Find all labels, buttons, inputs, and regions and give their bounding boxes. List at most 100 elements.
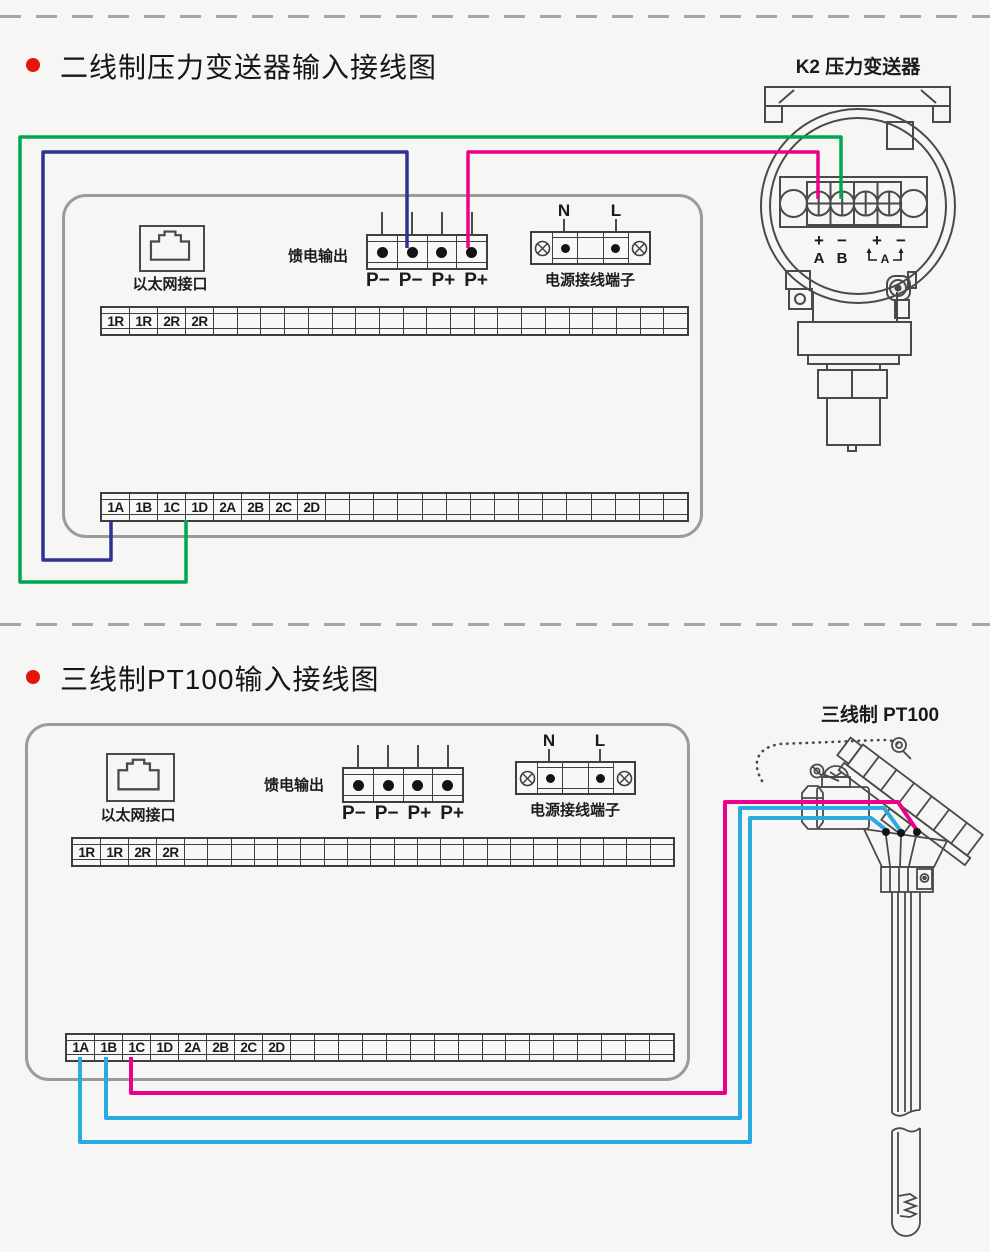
- feed-terminal: [368, 236, 398, 268]
- screw-terminal: [613, 763, 634, 793]
- recorder-panel-2: 以太网接口 馈电输出 P− P− P+ P+ N L: [25, 723, 690, 1081]
- feed-output-label: 馈电输出: [287, 248, 348, 265]
- probe-collar: [880, 866, 934, 893]
- terminal-cell: 2R: [129, 839, 157, 865]
- terminal-cell-empty: [650, 1035, 673, 1060]
- terminal-cell-empty: [626, 1035, 651, 1060]
- screw-terminal-circles: [805, 190, 903, 217]
- terminal-cell: 1R: [102, 308, 130, 334]
- feed-label-pplus2: P+: [464, 270, 488, 291]
- screw-terminal: [517, 763, 538, 793]
- terminal-cell: 1A: [67, 1035, 95, 1060]
- terminal-cell: 2R: [157, 839, 185, 865]
- feed-output-block: [342, 745, 464, 803]
- section1-title: 二线制压力变送器输入接线图: [60, 52, 438, 83]
- feed-terminal-labels: P− P− P+ P+: [338, 803, 468, 825]
- terminal-cell-empty: [592, 494, 616, 520]
- terminal-cell-empty: [339, 1035, 363, 1060]
- terminal-cell-empty: [640, 494, 664, 520]
- terminal-cell-empty: [581, 839, 605, 865]
- terminal-cell-empty: [418, 839, 442, 865]
- terminal-pin: [357, 745, 359, 769]
- pt100-sensor-drawing: [755, 736, 984, 1237]
- terminal-dot: [382, 779, 394, 791]
- terminal-cell-empty: [651, 839, 673, 865]
- terminal-cell: 1D: [151, 1035, 179, 1060]
- feed-terminal: [428, 236, 458, 268]
- pt100-terminal-dot-2: [897, 829, 905, 837]
- terminal-cell-empty: [546, 308, 570, 334]
- terminal-cell-empty: [578, 1035, 603, 1060]
- screw-terminal: [628, 233, 649, 263]
- screw-terminal: [532, 233, 553, 263]
- feed-terminal: [374, 769, 404, 801]
- screw-icon: [534, 240, 550, 256]
- terminal-cell-empty: [325, 839, 348, 865]
- terminal-cell: 1R: [73, 839, 101, 865]
- label-a: A: [814, 250, 825, 267]
- terminal-cell-empty: [374, 494, 399, 520]
- bullet-icon: [26, 670, 40, 684]
- terminal-cell-empty: [519, 494, 544, 520]
- feed-terminal: [398, 236, 428, 268]
- label-b: B: [837, 250, 848, 267]
- terminal-cell-empty: [604, 839, 628, 865]
- terminal-cell-empty: [435, 1035, 459, 1060]
- ethernet-label: 以太网接口: [132, 276, 208, 293]
- power-block-label: 电源接线端子: [544, 272, 635, 289]
- terminal-cell: 2D: [263, 1035, 291, 1060]
- terminal-cell: 2C: [235, 1035, 263, 1060]
- terminal-cell-empty: [404, 308, 428, 334]
- terminal-cell-empty: [255, 839, 279, 865]
- terminal-cell-empty: [522, 308, 546, 334]
- terminal-cell-empty: [350, 494, 375, 520]
- terminal-dot: [376, 246, 388, 258]
- label-minus-b: −: [837, 231, 847, 250]
- terminal-dot: [352, 779, 364, 791]
- terminal-cell-empty: [543, 494, 568, 520]
- feed-terminal: [433, 769, 462, 801]
- terminal-cell-empty: [315, 1035, 339, 1060]
- terminal-cell-empty: [558, 839, 581, 865]
- terminal-cell-empty: [309, 308, 333, 334]
- screw-icon: [519, 770, 535, 786]
- terminal-cell: 1D: [186, 494, 214, 520]
- terminal-cell-empty: [616, 494, 640, 520]
- terminal-cell: 1A: [102, 494, 130, 520]
- terminal-dot: [466, 246, 478, 258]
- pressure-transmitter-drawing: [760, 86, 956, 452]
- terminal-pin: [471, 212, 473, 236]
- terminal-cell-empty: [471, 494, 495, 520]
- terminal-cell-empty: [411, 1035, 435, 1060]
- terminal-cell-empty: [447, 494, 471, 520]
- terminal-cell-empty: [301, 839, 325, 865]
- hex-fitting: [801, 785, 824, 830]
- terminal-cell-empty: [530, 1035, 555, 1060]
- terminal-cell-empty: [488, 839, 511, 865]
- cover-screw-right: [891, 737, 912, 760]
- section2-title: 三线制PT100输入接线图: [60, 664, 380, 695]
- recorder-panel-1: 以太网接口 馈电输出 P− P− P+ P+ N L: [62, 194, 703, 538]
- ethernet-port: [106, 753, 175, 802]
- terminal-cell-empty: [398, 494, 423, 520]
- terminal-cell-empty: [451, 308, 475, 334]
- feed-terminal: [457, 236, 486, 268]
- ethernet-label: 以太网接口: [100, 807, 176, 824]
- terminal-dot: [406, 246, 418, 258]
- terminal-cell-empty: [511, 839, 535, 865]
- sensor-head-body: [816, 786, 870, 830]
- terminal-pin: [381, 212, 383, 236]
- terminal-cell-empty: [627, 839, 651, 865]
- terminal-cell: 2C: [270, 494, 298, 520]
- pt100-terminal-dot-1: [882, 828, 890, 836]
- probe-tube: [891, 892, 921, 1237]
- feed-label-pplus2: P+: [440, 803, 464, 824]
- feed-label-pminus2: P−: [374, 803, 399, 824]
- power-terminal-n: [538, 763, 564, 793]
- feed-terminal: [404, 769, 434, 801]
- cover-screw-left: [809, 763, 840, 782]
- bullet-icon: [26, 58, 40, 72]
- terminal-cell: 2B: [207, 1035, 235, 1060]
- terminal-cell: 1B: [95, 1035, 123, 1060]
